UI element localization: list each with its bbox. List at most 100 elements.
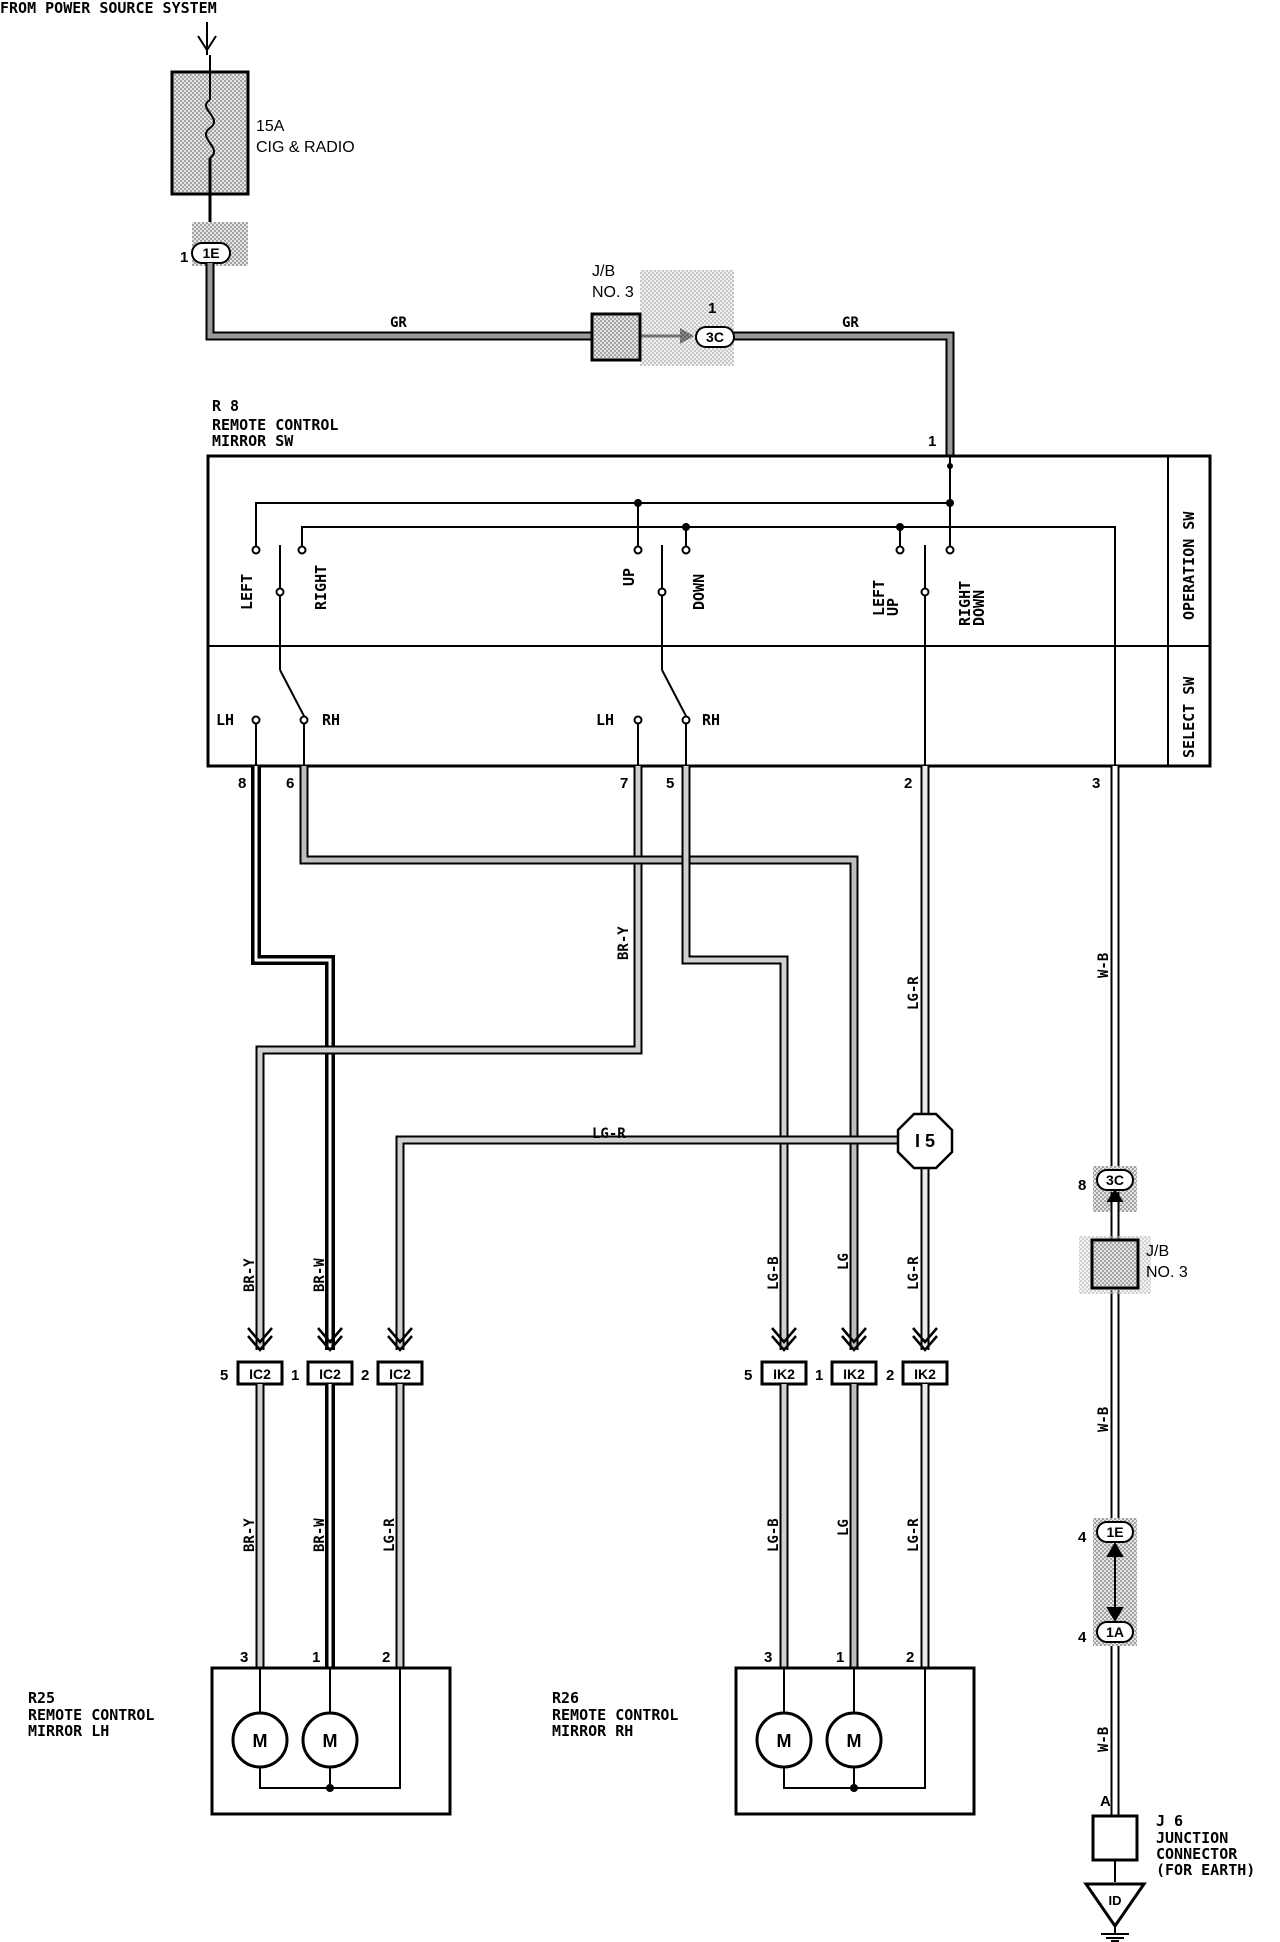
- label-up: UP: [620, 568, 638, 586]
- wire-label-lg-r-3: LG-R: [906, 1256, 922, 1290]
- j6-line1: JUNCTION: [1156, 1829, 1228, 1847]
- jb-top-pin: 1: [708, 300, 716, 317]
- splice-i5: I 5: [896, 1112, 954, 1170]
- wire-w-b-lower: [1106, 1189, 1124, 1816]
- label-left-up-2: UP: [884, 598, 902, 616]
- j6-line2: CONNECTOR: [1156, 1845, 1238, 1863]
- svg-text:M: M: [323, 1731, 338, 1751]
- mirror-lh-name-2: MIRROR LH: [28, 1722, 109, 1740]
- label-left: LEFT: [238, 574, 256, 610]
- switch-name-1: REMOTE CONTROL: [212, 416, 338, 434]
- switch-id: R 8: [212, 397, 239, 415]
- pin-7: 7: [620, 775, 628, 792]
- mirror-rh-id: R26: [552, 1689, 579, 1707]
- pin-1a-right: 4: [1078, 1629, 1087, 1646]
- j6-id: J 6: [1156, 1812, 1183, 1830]
- svg-text:ID: ID: [1109, 1893, 1122, 1908]
- svg-text:1E: 1E: [202, 245, 219, 261]
- mirror-rh-pin-1: 1: [836, 1649, 844, 1666]
- motor-rh-2: [825, 1711, 883, 1769]
- label-rh-1: RH: [322, 711, 340, 729]
- wire-label-lg-r-5: LG-R: [906, 1518, 922, 1552]
- svg-text:IK2: IK2: [843, 1366, 865, 1382]
- mirror-lh-body: M M: [210, 1666, 452, 1816]
- svg-text:M: M: [253, 1731, 268, 1751]
- fuse-block: [170, 55, 250, 240]
- svg-text:1: 1: [291, 1367, 299, 1384]
- wire-label-lg-b-1: LG-B: [766, 1256, 782, 1290]
- wire-label-br-y-1: BR-Y: [616, 926, 632, 960]
- svg-text:2: 2: [886, 1367, 894, 1384]
- wires-lower: [255, 1384, 930, 1668]
- label-lh-2: LH: [596, 711, 614, 729]
- connector-1a-right: 1A: [1096, 1621, 1134, 1643]
- header-title: FROM POWER SOURCE SYSTEM: [0, 0, 217, 17]
- pin-5: 5: [666, 775, 674, 792]
- pin-3: 3: [1092, 775, 1100, 792]
- j6-box: [1091, 1814, 1139, 1862]
- mirror-lh-pin-3: 3: [240, 1649, 248, 1666]
- pin-8: 8: [238, 775, 246, 792]
- switch-name-2: MIRROR SW: [212, 432, 294, 450]
- svg-text:I 5: I 5: [915, 1131, 935, 1151]
- svg-text:5: 5: [220, 1367, 228, 1384]
- mirror-rh-name-2: MIRROR RH: [552, 1722, 633, 1740]
- svg-text:IC2: IC2: [319, 1366, 341, 1382]
- connector-arrows: [247, 1327, 938, 1352]
- svg-text:IC2: IC2: [249, 1366, 271, 1382]
- arrow-1e-1a: [1106, 1542, 1124, 1622]
- wire-label-gr-2: GR: [842, 315, 859, 331]
- label-right-down-2: DOWN: [970, 590, 988, 626]
- mirror-lh-pin-2: 2: [382, 1649, 390, 1666]
- jb-top-label-2: NO. 3: [592, 284, 634, 301]
- connector-1e-top: 1E: [191, 242, 231, 264]
- mirror-rh-body: M M: [734, 1666, 976, 1816]
- wire-label-br-y-2: BR-Y: [242, 1258, 258, 1292]
- svg-text:5: 5: [744, 1367, 752, 1384]
- svg-text:3C: 3C: [706, 329, 724, 345]
- switch-body: [206, 454, 1212, 768]
- wire-label-lg-r-4: LG-R: [382, 1518, 398, 1552]
- j6-line3: (FOR EARTH): [1156, 1861, 1255, 1879]
- label-down: DOWN: [690, 574, 708, 610]
- label-lh-1: LH: [216, 711, 234, 729]
- jb-right-box: [1090, 1238, 1140, 1290]
- wire-lg-r: [395, 766, 930, 1350]
- svg-text:IC2: IC2: [389, 1366, 411, 1382]
- pin-2: 2: [904, 775, 912, 792]
- power-arrow: [197, 22, 217, 55]
- motor-lh-2: [301, 1711, 359, 1769]
- svg-text:M: M: [847, 1731, 862, 1751]
- mirror-lh-id: R25: [28, 1689, 55, 1707]
- label-right-down-1: RIGHT: [956, 581, 974, 626]
- j6-pin: A: [1100, 1793, 1111, 1810]
- connectors-ik2: IK2 IK2 IK2 5 1 2: [744, 1360, 949, 1386]
- wire-label-br-w-2: BR-W: [312, 1518, 328, 1552]
- wire-lg-b: [681, 766, 789, 1350]
- pin-6: 6: [286, 775, 294, 792]
- wire-label-w-b-2: W-B: [1096, 1407, 1112, 1432]
- switch-top-pin: 1: [928, 433, 936, 450]
- mirror-lh-pin-1: 1: [312, 1649, 320, 1666]
- svg-text:M: M: [777, 1731, 792, 1751]
- svg-text:1: 1: [815, 1367, 823, 1384]
- fuse-rating: 15A: [256, 118, 285, 135]
- mirror-rh-name-1: REMOTE CONTROL: [552, 1706, 678, 1724]
- wire-label-w-b-1: W-B: [1096, 953, 1112, 978]
- svg-text:1A: 1A: [1106, 1624, 1124, 1640]
- fuse-symbol: [204, 99, 216, 159]
- section-select: SELECT SW: [1180, 676, 1198, 758]
- wire-label-lg-r-1: LG-R: [906, 976, 922, 1010]
- label-right: RIGHT: [312, 565, 330, 610]
- svg-text:1E: 1E: [1106, 1524, 1123, 1540]
- svg-text:2: 2: [361, 1367, 369, 1384]
- jb-top-label-1: J/B: [592, 263, 615, 280]
- connector-3c-right: 3C: [1096, 1169, 1134, 1191]
- section-operation: OPERATION SW: [1180, 511, 1198, 620]
- jb-right-label-1: J/B: [1146, 1243, 1169, 1260]
- svg-text:IK2: IK2: [773, 1366, 795, 1382]
- connector-3c-top: 3C: [695, 326, 735, 348]
- wire-label-br-w-1: BR-W: [312, 1258, 328, 1292]
- motor-rh-1: [755, 1711, 813, 1769]
